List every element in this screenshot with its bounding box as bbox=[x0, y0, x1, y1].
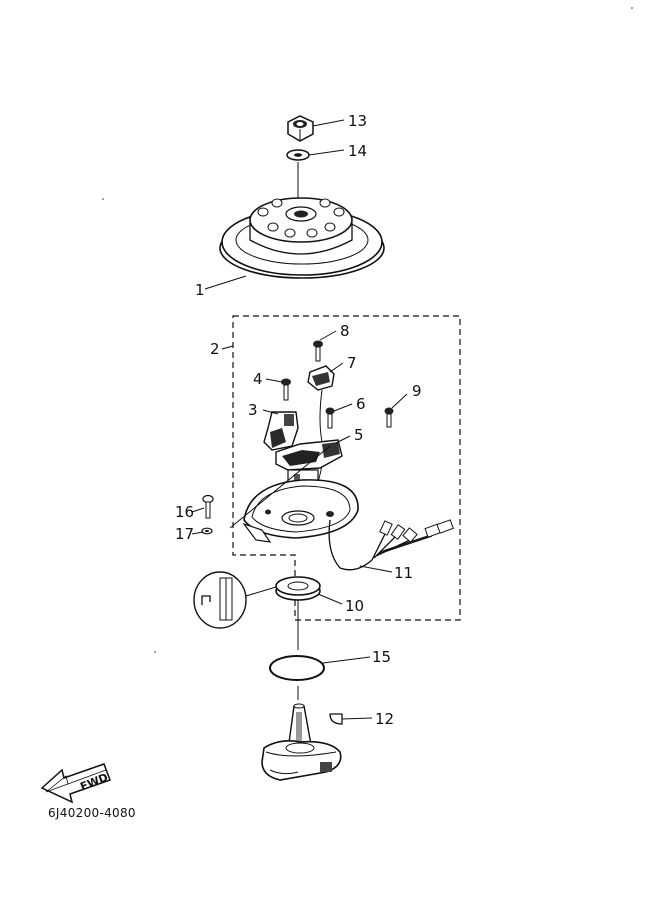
scan-speck bbox=[154, 651, 156, 653]
crankshaft-end bbox=[261, 703, 342, 781]
callout-8: 8 bbox=[340, 322, 350, 340]
oil-seal-detail-inset bbox=[193, 571, 277, 629]
callout-4: 4 bbox=[253, 370, 263, 388]
part-16-bolt bbox=[202, 494, 214, 519]
callout-15: 15 bbox=[372, 648, 391, 666]
callout-3: 3 bbox=[248, 401, 258, 419]
stator-base-plate bbox=[242, 479, 359, 543]
callout-11: 11 bbox=[394, 564, 413, 582]
callout-13: 13 bbox=[348, 112, 367, 130]
part-10-oil-seal bbox=[275, 576, 321, 601]
part-2-assembly-boundary bbox=[232, 315, 461, 621]
scan-speck bbox=[631, 7, 633, 9]
callout-12: 12 bbox=[375, 710, 394, 728]
part-15-o-ring bbox=[269, 655, 325, 681]
part-6-screw bbox=[325, 407, 335, 429]
diagram-part-code: 6J40200-4080 bbox=[48, 806, 136, 820]
callout-2: 2 bbox=[210, 340, 220, 358]
callout-labels: 13 14 1 2 8 7 4 9 6 3 5 16 17 11 10 15 1… bbox=[175, 112, 422, 728]
callout-16: 16 bbox=[175, 503, 194, 521]
leader-lines bbox=[191, 119, 408, 720]
part-17-washer bbox=[201, 527, 213, 535]
part-3-pulser-coil bbox=[263, 411, 299, 451]
callout-5: 5 bbox=[354, 426, 364, 444]
scan-speck bbox=[102, 198, 104, 200]
callout-10: 10 bbox=[345, 597, 364, 615]
part-4-screw bbox=[281, 378, 291, 401]
part-11-wire-harness bbox=[328, 519, 454, 571]
part-8-screw bbox=[313, 340, 323, 362]
part-7-clamp bbox=[307, 365, 335, 391]
callout-17: 17 bbox=[175, 525, 194, 543]
forward-direction-arrow-icon: FWD bbox=[40, 763, 111, 804]
callout-9: 9 bbox=[412, 382, 422, 400]
callout-7: 7 bbox=[347, 354, 357, 372]
part-14-washer bbox=[286, 149, 310, 161]
callout-6: 6 bbox=[356, 395, 366, 413]
callout-14: 14 bbox=[348, 142, 367, 160]
part-12-woodruff-key bbox=[329, 713, 343, 725]
part-1-flywheel bbox=[219, 197, 385, 279]
callout-1: 1 bbox=[195, 281, 205, 299]
part-13-nut bbox=[287, 115, 314, 142]
part-9-screw bbox=[384, 407, 394, 428]
